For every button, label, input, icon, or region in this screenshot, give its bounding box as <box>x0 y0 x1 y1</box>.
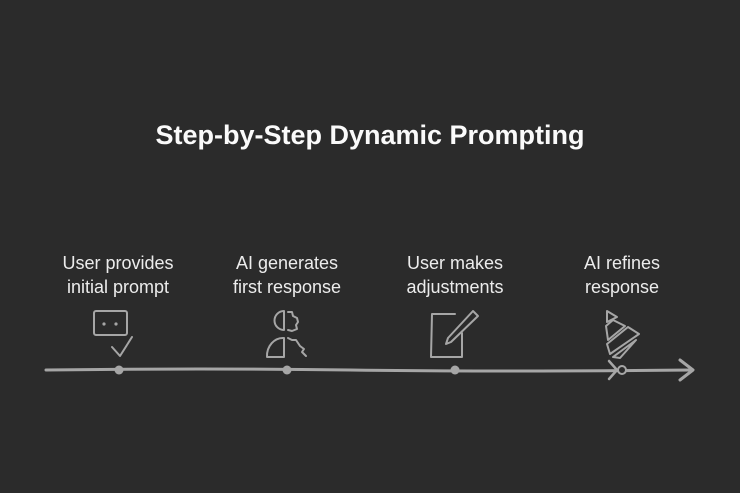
timeline-dot-1 <box>114 365 124 375</box>
striped-triangle-icon <box>605 310 640 359</box>
step-label-4: AI refines response <box>542 251 702 299</box>
timeline-dot-2 <box>282 365 292 375</box>
step-1-line-1: User provides <box>62 253 174 273</box>
page-title: Step-by-Step Dynamic Prompting <box>155 120 585 150</box>
timeline-dot-4 <box>617 365 627 375</box>
step-label-2: AI generates first response <box>207 251 367 299</box>
timeline-arrow <box>44 358 695 382</box>
step-label-1: User provides initial prompt <box>38 251 198 299</box>
step-3-line-1: User makes <box>406 253 504 273</box>
step-4-line-1: AI refines <box>583 253 661 273</box>
timeline-dot-3 <box>450 365 460 375</box>
person-gear-icon <box>265 310 307 358</box>
chat-check-icon <box>93 310 133 357</box>
step-label-3: User makes adjustments <box>375 251 535 299</box>
step-2-line-1: AI generates <box>235 253 339 273</box>
step-2-line-2: first response <box>232 277 342 297</box>
step-1-line-2: initial prompt <box>66 277 170 297</box>
step-4-line-2: response <box>584 277 660 297</box>
note-pencil-icon <box>430 310 479 358</box>
step-3-line-2: adjustments <box>406 277 504 297</box>
